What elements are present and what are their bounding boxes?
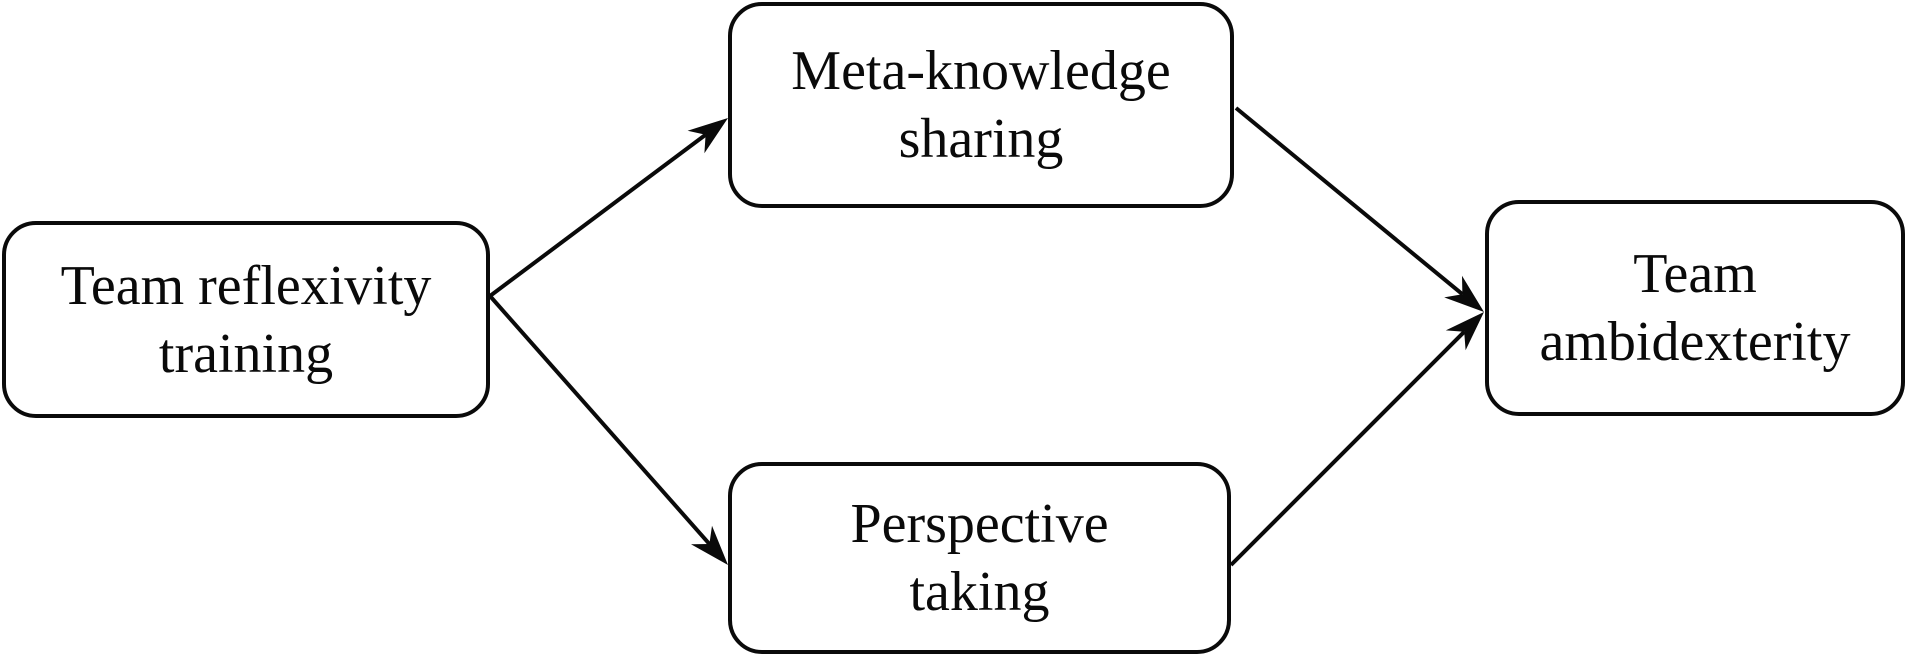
edge-meta-knowledge-to-ambidexterity: [1234, 106, 1464, 296]
arrowhead-icon: [1445, 312, 1484, 351]
node-team-reflexivity-training: Team reflexivity training: [2, 221, 490, 418]
node-perspective-taking: Perspective taking: [728, 462, 1231, 654]
node-label-line: taking: [909, 561, 1050, 623]
arrowhead-icon: [1444, 275, 1484, 312]
node-label-line: Meta-knowledge: [791, 40, 1171, 102]
node-label-line: training: [158, 322, 334, 385]
node-label-line: ambidexterity: [1539, 311, 1851, 373]
arrowhead-icon: [691, 525, 728, 565]
node-label-line: Team reflexivity: [60, 254, 432, 317]
edge-perspective-to-ambidexterity: [1229, 330, 1466, 567]
arrowhead-icon: [687, 118, 728, 154]
node-label-line: Perspective: [850, 493, 1109, 555]
node-label-line: Team: [1633, 243, 1757, 305]
node-team-ambidexterity: Team ambidexterity: [1485, 200, 1905, 416]
node-label-line: sharing: [898, 108, 1064, 170]
node-meta-knowledge-sharing: Meta-knowledge sharing: [728, 2, 1234, 208]
edge-reflexivity-to-meta-knowledge: [488, 133, 707, 298]
edge-reflexivity-to-perspective: [488, 294, 711, 546]
